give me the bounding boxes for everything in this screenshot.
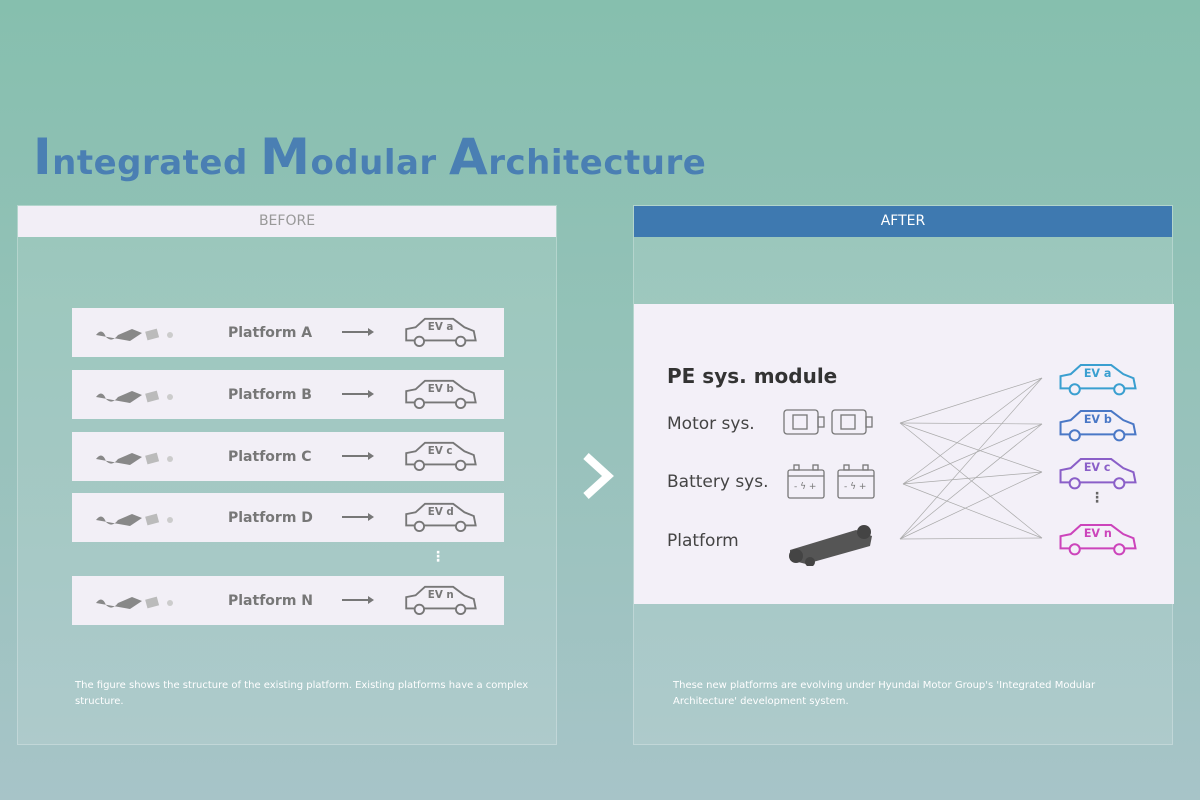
car-icon: EV b — [402, 378, 478, 414]
platform-label: Platform C — [228, 448, 312, 465]
connection-line — [902, 377, 1043, 485]
platform-row: Platform D EV d — [72, 493, 504, 542]
ellipsis: ⋮ — [431, 549, 445, 565]
connection-line — [899, 377, 1043, 540]
arrow-right-icon — [342, 328, 374, 336]
module-title: PE sys. module — [667, 364, 838, 388]
pe-module-diagram: PE sys. module Motor sys. Battery sys. P… — [634, 304, 1174, 604]
powertrain-parts-icon — [96, 513, 173, 526]
car-icon: EV c — [402, 440, 478, 476]
title-initial: M — [260, 128, 311, 186]
connection-line — [899, 537, 1043, 540]
chevron-right-icon — [583, 453, 614, 499]
connection-line — [899, 377, 1043, 424]
ev-label: EV a — [428, 321, 454, 333]
ev-label: EV n — [1084, 527, 1112, 540]
after-caption: These new platforms are evolving under H… — [673, 680, 1096, 707]
ev-label: EV b — [1084, 413, 1112, 426]
connection-lines — [899, 377, 1043, 540]
car-icon: EV a — [402, 316, 478, 352]
ellipsis: ⋮ — [1090, 490, 1104, 506]
powertrain-parts-icon — [96, 328, 173, 341]
ev-car-icon: EV b — [1056, 408, 1138, 446]
connection-line — [902, 483, 1043, 539]
platform-label: Platform A — [228, 324, 313, 341]
title-initial: A — [449, 128, 489, 186]
platform-row: Platform N EV n — [72, 576, 504, 625]
svg-text:- ϟ +: - ϟ + — [794, 482, 816, 492]
title-word: odular — [310, 143, 450, 183]
platform-label: Platform N — [228, 592, 313, 609]
page-title: Integrated Modular Architecture — [33, 128, 706, 186]
battery-icon: - ϟ + - ϟ + — [787, 464, 875, 499]
arrow-right-icon — [342, 513, 374, 521]
powertrain-parts-icon — [96, 390, 173, 403]
car-icon: EV n — [402, 584, 478, 620]
battery-sys-label: Battery sys. — [667, 472, 769, 492]
ev-car-icon: EV c — [1056, 456, 1138, 494]
svg-text:- ϟ +: - ϟ + — [844, 482, 866, 492]
ev-car-icon: EV n — [1056, 522, 1138, 560]
ev-label: EV c — [428, 445, 453, 457]
ev-label: EV a — [1084, 367, 1112, 380]
title-word: rchitecture — [488, 143, 707, 183]
platform-row: Platform B EV b — [72, 370, 504, 419]
title-initial: I — [33, 128, 53, 186]
connection-line — [902, 471, 1043, 485]
connection-line — [899, 422, 1043, 539]
powertrain-parts-icon — [96, 452, 173, 465]
platform-label: Platform — [667, 531, 739, 551]
ev-label: EV b — [428, 383, 454, 395]
arrow-right-icon — [342, 390, 374, 398]
ev-label: EV n — [428, 589, 454, 601]
ev-label: EV c — [1084, 461, 1111, 474]
car-icon: EV d — [402, 501, 478, 537]
chassis-icon — [789, 525, 872, 566]
after-panel: AFTER PE sys. module Motor sys. Battery … — [633, 205, 1174, 745]
before-header: BEFORE — [18, 206, 556, 237]
title-word: ntegrated — [52, 143, 261, 183]
platform-row: Platform A EV a — [72, 308, 504, 357]
powertrain-parts-icon — [96, 596, 173, 609]
arrow-right-icon — [342, 596, 374, 604]
arrow-right-icon — [342, 452, 374, 460]
connection-line — [902, 423, 1043, 485]
platform-row: Platform C EV c — [72, 432, 504, 481]
connection-line — [899, 423, 1043, 540]
motor-sys-label: Motor sys. — [667, 414, 755, 434]
before-panel: BEFORE Platform A EV a Platform B EV b P… — [17, 205, 557, 745]
platform-label: Platform D — [228, 509, 313, 526]
platform-label: Platform B — [228, 386, 312, 403]
connection-line — [899, 471, 1043, 540]
ev-car-icon: EV a — [1056, 362, 1138, 400]
connection-line — [899, 422, 1043, 473]
after-header: AFTER — [634, 206, 1172, 237]
before-caption: The figure shows the structure of the ex… — [75, 680, 529, 707]
motor-icon — [783, 409, 873, 435]
ev-label: EV d — [428, 506, 454, 518]
connection-line — [899, 422, 1043, 425]
